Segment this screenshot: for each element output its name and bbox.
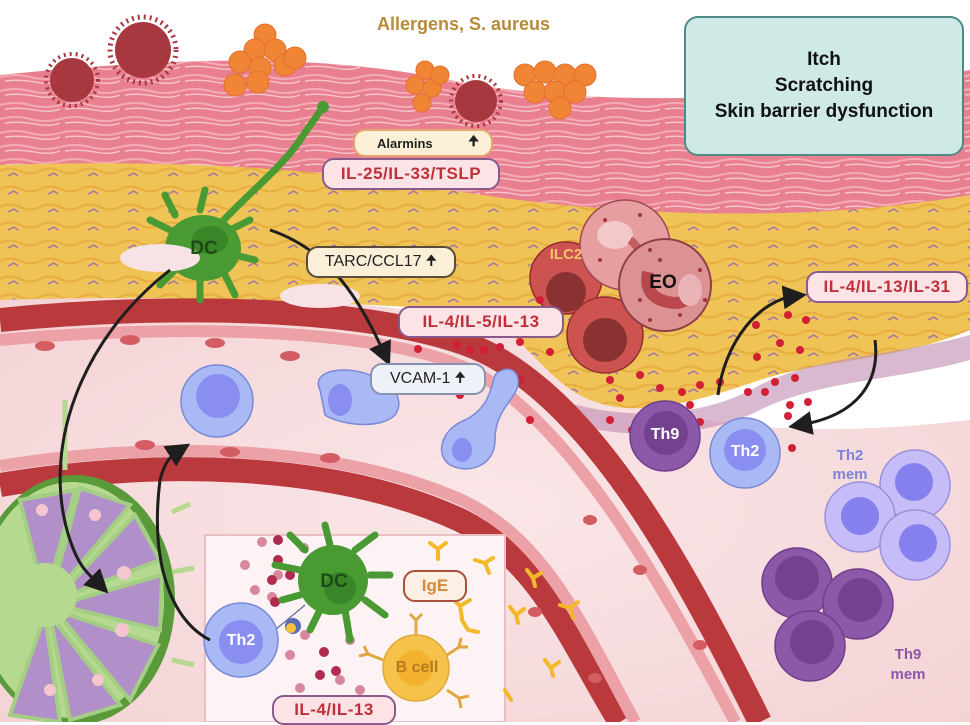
blood-vessel-upper [0, 298, 771, 722]
blood-vessel-lower [0, 457, 631, 722]
outcome-scratching: Scratching [774, 75, 874, 96]
up-arrow-icon: 🠉 [454, 369, 467, 385]
eo-label: EO [649, 272, 677, 293]
arrow-to-il31 [716, 285, 807, 396]
up-arrow-icon: 🠉 [468, 133, 479, 148]
th2-label-dermis: Th2 [730, 443, 760, 460]
dc-label-lymph: DC [320, 571, 348, 592]
pollen-allergen [44, 14, 503, 128]
th9-memory-cluster [761, 547, 894, 682]
cytokine-il4-il13: IL-4/IL-13 [272, 695, 396, 725]
arrow-to-th2 [788, 339, 878, 435]
outcome-itch: Itch [807, 49, 841, 70]
arrow-lymph-to-vessel [156, 443, 211, 642]
b-cell [358, 612, 470, 709]
cytokine-il4-il5-il13: IL-4/IL-5/IL-13 [398, 306, 564, 338]
b-cell-label: B cell [395, 659, 439, 676]
tarc-ccl17-label: TARC/CCL17 🠉 [306, 246, 456, 278]
cytokine-il25-il33-tslp: IL-25/IL-33/TSLP [322, 158, 500, 190]
title-allergens: Allergens, S. aureus [377, 14, 551, 34]
ige-label: IgE [403, 570, 467, 602]
vcam1-label: VCAM-1 🠉 [370, 363, 486, 395]
th2-cell-vessel [180, 364, 254, 438]
outcome-barrier: Skin barrier dysfunction [714, 101, 934, 122]
alarmins-label: Alarmins 🠉 [353, 129, 493, 157]
lymph-node [0, 400, 195, 722]
ilc2-label: ILC2 [549, 246, 583, 263]
cytokine-il4-il13-il31: IL-4/IL-13/IL-31 [806, 271, 968, 303]
arrow-dc-to-vcam [269, 228, 391, 366]
th9-label: Th9 [650, 426, 680, 443]
th9-mem-label: Th9 mem [890, 646, 926, 683]
s-aureus-cluster [223, 23, 597, 120]
th2-memory-cluster [824, 449, 951, 581]
outcome-box: Itch Scratching Skin barrier dysfunction [684, 16, 964, 156]
up-arrow-icon: 🠉 [425, 252, 438, 268]
th2-mem-label: Th2 mem [832, 447, 868, 483]
eosinophil-cells [579, 199, 712, 332]
dendritic-cell-lymph [271, 521, 394, 644]
th2-cell-transmigrating [317, 368, 519, 470]
th2-label-lymph: Th2 [226, 632, 256, 649]
arrow-dc-to-lymph [58, 268, 171, 594]
dc-label-epidermis: DC [190, 238, 218, 259]
ilc2-cells [529, 241, 644, 374]
